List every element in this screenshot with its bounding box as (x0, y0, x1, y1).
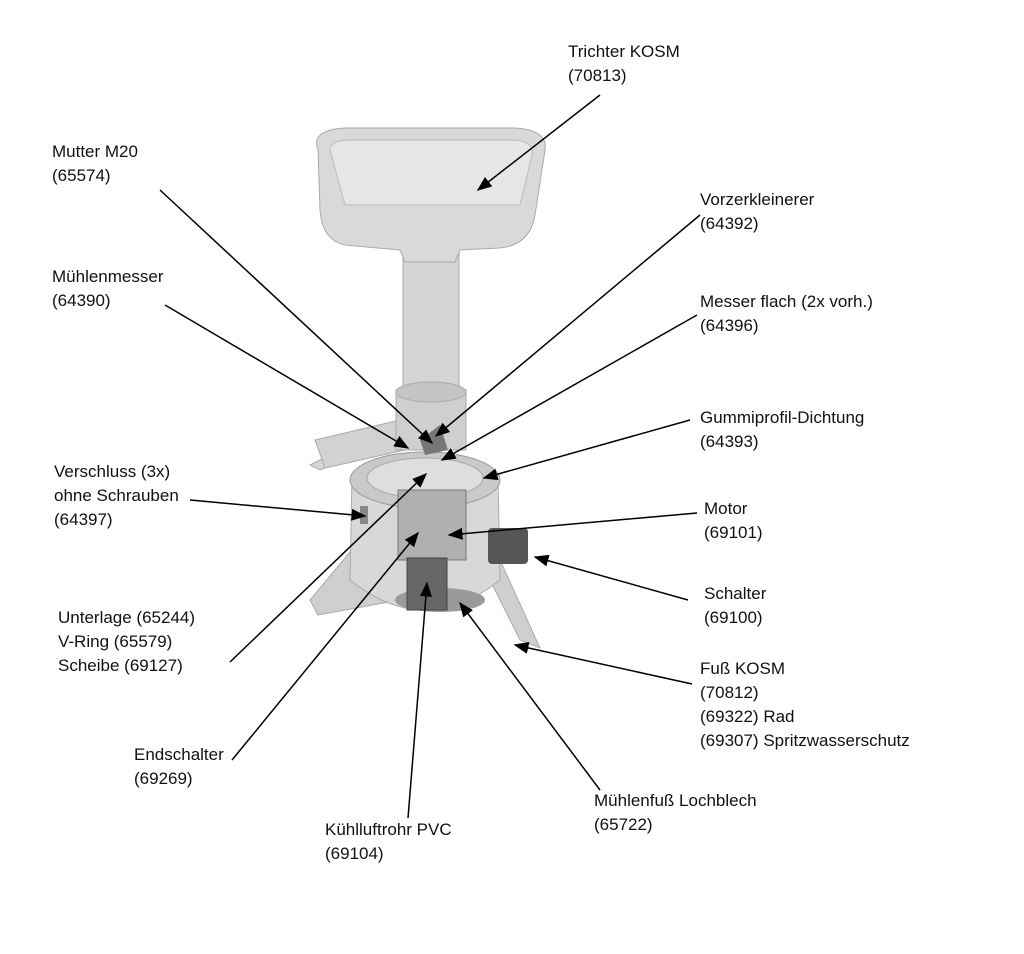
label-trichter: Trichter KOSM (70813) (568, 40, 680, 88)
label-gummiprofil: Gummiprofil-Dichtung (64393) (700, 406, 864, 454)
part-name: Mutter M20 (52, 142, 138, 161)
part-code: (69269) (134, 769, 193, 788)
part-note: ohne Schrauben (54, 486, 179, 505)
leader-muehlenmesser (164, 304, 410, 449)
part-name: Mühlenfuß Lochblech (594, 791, 757, 810)
part-code: (65574) (52, 166, 111, 185)
label-mutter: Mutter M20 (65574) (52, 140, 138, 188)
part-code: (69104) (325, 844, 384, 863)
part-line: Scheibe (69127) (58, 656, 183, 675)
leader-schalter (533, 554, 689, 601)
part-name: Schalter (704, 584, 767, 603)
leader-endschalter (231, 531, 419, 761)
part-name: Motor (704, 499, 748, 518)
part-line: V-Ring (65579) (58, 632, 173, 651)
label-schalter: Schalter (69100) (704, 582, 766, 630)
grinder-illustration (308, 127, 546, 649)
leader-lochblech (459, 601, 601, 791)
label-unterlage: Unterlage (65244) V-Ring (65579) Scheibe… (58, 606, 195, 678)
leader-gummiprofil (482, 419, 691, 481)
part-code: (69101) (704, 523, 763, 542)
part-line: (69307) Spritzwasserschutz (700, 731, 910, 750)
part-name: Kühlluftrohr PVC (325, 820, 452, 839)
label-verschluss: Verschluss (3x) ohne Schrauben (64397) (54, 460, 179, 532)
label-messer-flach: Messer flach (2x vorh.) (64396) (700, 290, 873, 338)
label-fuss: Fuß KOSM (70812) (69322) Rad (69307) Spr… (700, 657, 910, 753)
part-code: (70813) (568, 66, 627, 85)
part-code: (64397) (54, 510, 113, 529)
part-name: Messer flach (2x vorh.) (700, 292, 873, 311)
part-line: (69322) Rad (700, 707, 795, 726)
part-name: Endschalter (134, 745, 224, 764)
label-endschalter: Endschalter (69269) (134, 743, 224, 791)
feed-tube (402, 244, 460, 396)
motor-body (397, 489, 467, 561)
part-code: (64396) (700, 316, 759, 335)
part-code: (65722) (594, 815, 653, 834)
leader-mutter (159, 189, 434, 445)
leader-trichter (476, 94, 601, 191)
part-code: (64390) (52, 291, 111, 310)
label-muehlenmesser: Mühlenmesser (64390) (52, 265, 164, 313)
part-line: Unterlage (65244) (58, 608, 196, 627)
part-code: (64393) (700, 432, 759, 451)
part-code: (64392) (700, 214, 759, 233)
leader-fuss (513, 642, 693, 685)
part-name: Mühlenmesser (52, 267, 164, 286)
part-name: Trichter KOSM (568, 42, 680, 61)
switch (488, 528, 528, 564)
leader-lines (159, 94, 701, 819)
leader-messer-flach (440, 314, 698, 461)
part-name: Gummiprofil-Dichtung (700, 408, 865, 427)
label-kuehlluftrohr: Kühlluftrohr PVC (69104) (325, 818, 452, 866)
leader-motor (447, 512, 698, 540)
leader-verschluss (189, 499, 367, 521)
leader-vorzerkleinerer (434, 214, 701, 437)
leader-kuehlluftrohr (407, 581, 432, 819)
label-motor: Motor (69101) (704, 497, 763, 545)
part-name: Fuß KOSM (700, 659, 786, 678)
label-lochblech: Mühlenfuß Lochblech (65722) (594, 789, 757, 837)
label-vorzerkleinerer: Vorzerkleinerer (64392) (700, 188, 814, 236)
part-name: Verschluss (3x) (54, 462, 171, 481)
part-name: Vorzerkleinerer (700, 190, 815, 209)
part-code: (70812) (700, 683, 759, 702)
part-code: (69100) (704, 608, 763, 627)
leader-unterlage (229, 472, 428, 663)
